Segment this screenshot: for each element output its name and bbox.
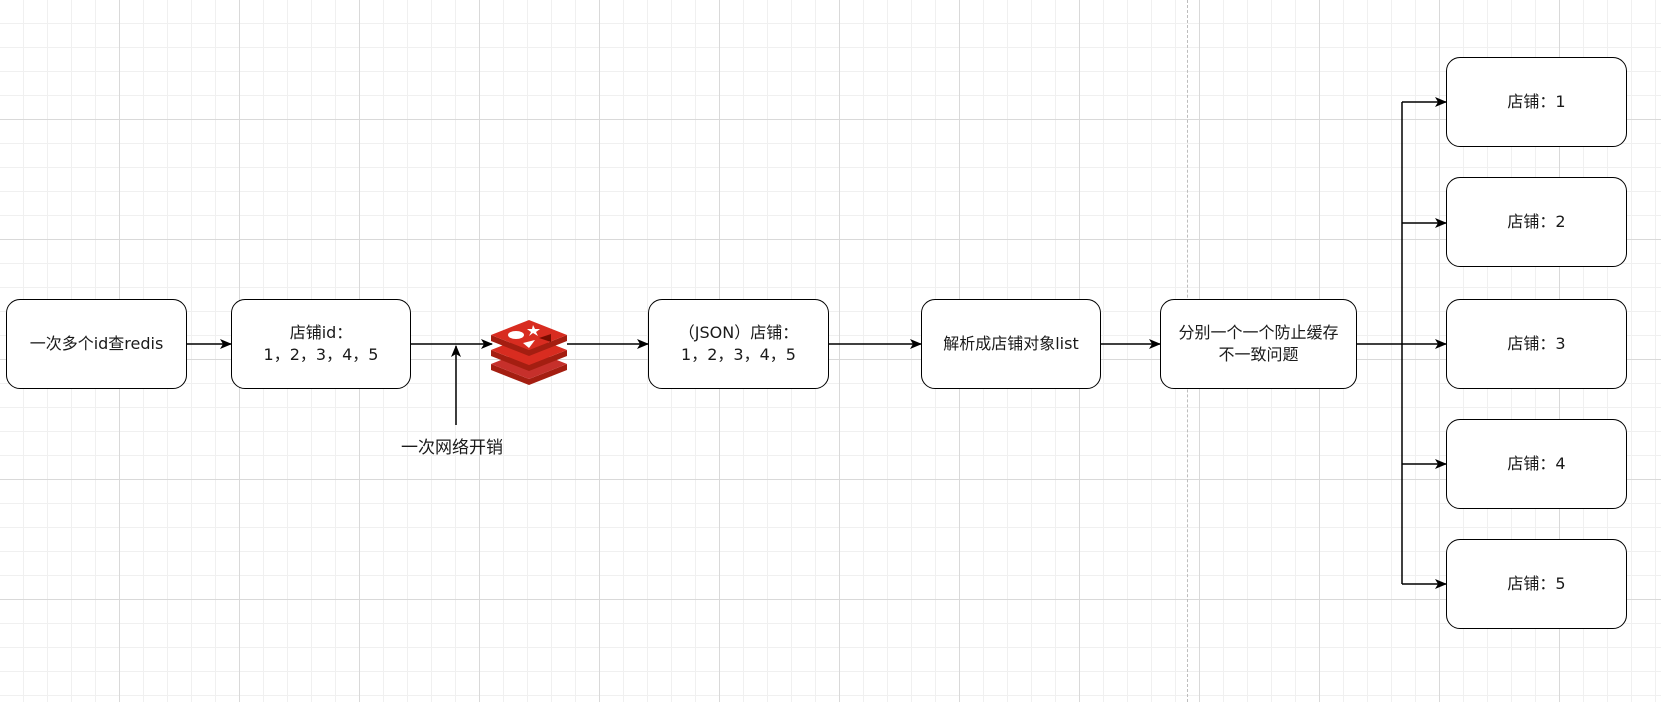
node-shop-2-label: 店铺：2 (1507, 212, 1566, 231)
node-shop-ids-line1: 店铺id： (289, 323, 353, 342)
node-shop-5[interactable]: 店铺：5 (1446, 539, 1627, 629)
node-split-individually[interactable]: 分别一个一个防止缓存 不一致问题 (1160, 299, 1357, 389)
node-parse-list[interactable]: 解析成店铺对象list (921, 299, 1101, 389)
node-json-shops-line1: （JSON）店铺： (678, 323, 799, 342)
node-shop-3[interactable]: 店铺：3 (1446, 299, 1627, 389)
node-shop-1-label: 店铺：1 (1507, 92, 1566, 111)
node-shop-4[interactable]: 店铺：4 (1446, 419, 1627, 509)
node-shop-1[interactable]: 店铺：1 (1446, 57, 1627, 147)
node-shop-5-label: 店铺：5 (1507, 574, 1566, 593)
node-split-line1: 分别一个一个防止缓存 (1178, 323, 1339, 342)
node-shop-ids-line2: 1，2，3，4，5 (263, 345, 379, 364)
node-json-shops[interactable]: （JSON）店铺： 1，2，3，4，5 (648, 299, 829, 389)
node-parse-list-text: 解析成店铺对象list (943, 334, 1079, 353)
redis-logo-icon (491, 320, 567, 385)
node-shop-4-label: 店铺：4 (1507, 454, 1566, 473)
node-split-line2: 不一致问题 (1218, 345, 1299, 364)
node-query-redis[interactable]: 一次多个id查redis (6, 299, 187, 389)
node-shop-2[interactable]: 店铺：2 (1446, 177, 1627, 267)
node-shop-ids[interactable]: 店铺id： 1，2，3，4，5 (231, 299, 411, 389)
node-query-redis-text: 一次多个id查redis (29, 334, 164, 353)
network-cost-label: 一次网络开销 (401, 438, 503, 458)
node-json-shops-line2: 1，2，3，4，5 (681, 345, 796, 364)
node-shop-3-label: 店铺：3 (1507, 334, 1566, 353)
